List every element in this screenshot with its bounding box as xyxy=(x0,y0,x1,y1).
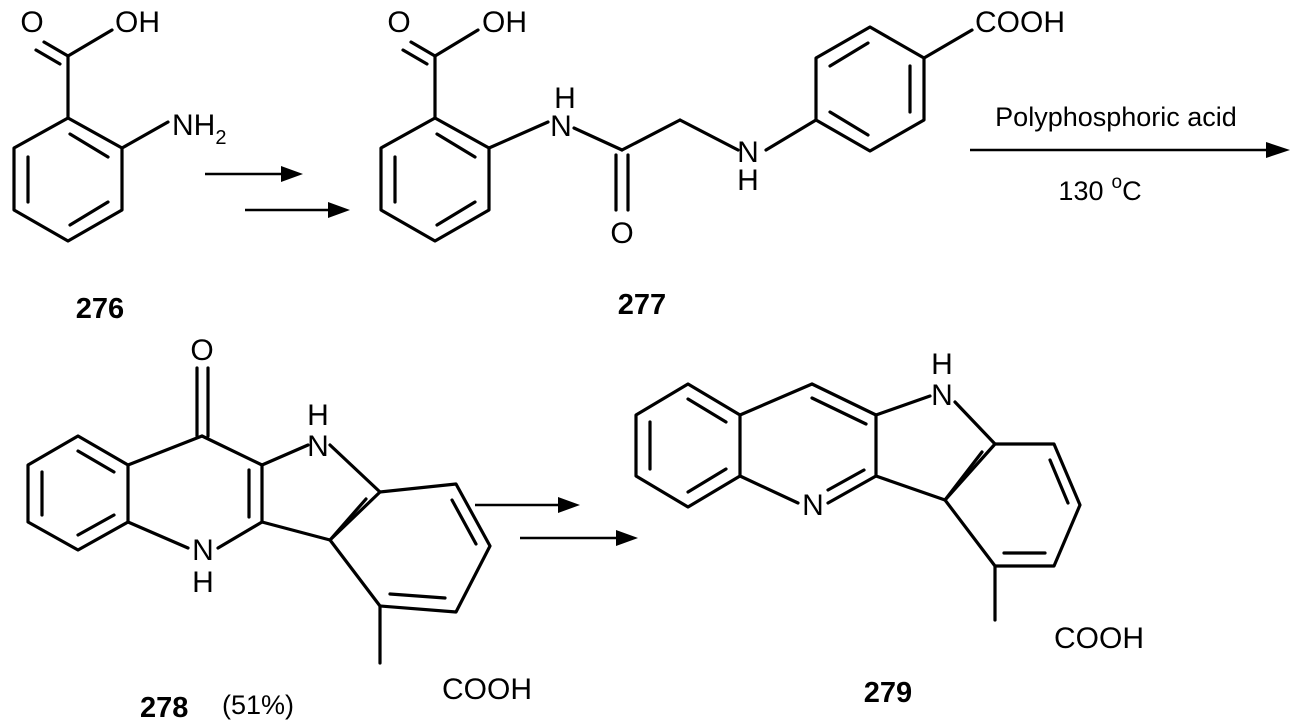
compound-277-bonds xyxy=(379,25,974,243)
carboxyl-oh-bond xyxy=(433,28,480,58)
carboxyl-oh-bond xyxy=(66,28,114,58)
c-nh-bond xyxy=(216,520,264,550)
c-c-indole-bond xyxy=(260,520,332,542)
ch2-n-bond xyxy=(678,118,740,152)
n-c-indole-bond xyxy=(328,443,382,494)
compound-276: O OH NH2 276 xyxy=(12,6,226,325)
atom-o-ketone: O xyxy=(190,334,213,367)
amide-n-bond xyxy=(487,120,550,150)
indole-benzo-ring xyxy=(328,482,492,614)
aromatic-double-bond xyxy=(76,513,116,537)
arrow-head xyxy=(616,530,638,546)
atom-n-amide: N xyxy=(550,110,572,143)
aromatic-double-bond xyxy=(686,467,728,494)
arrow-head xyxy=(558,497,580,513)
aromatic-double-bond xyxy=(943,450,984,502)
n-aryl-bond xyxy=(764,118,818,152)
aromatic-double-bond xyxy=(76,449,116,474)
atom-o-amide: O xyxy=(610,217,633,250)
compound-279: H N N COOH 279 xyxy=(634,348,1144,709)
temperature-label: 130 oC xyxy=(1058,172,1141,206)
atom-cooh: COOH xyxy=(975,6,1065,39)
co-c-bond xyxy=(200,434,264,467)
c-c-indole-bond xyxy=(874,474,947,502)
c-n-indole-bond xyxy=(260,443,310,467)
indole-benzo-ring xyxy=(943,442,1082,568)
benzene-ring-left xyxy=(379,116,491,243)
atom-oh: OH xyxy=(115,6,160,39)
aromatic-double-bond xyxy=(1048,458,1070,505)
atom-o: O xyxy=(20,6,43,39)
amide-c-bond xyxy=(572,126,624,152)
c-n-indole-bond xyxy=(874,394,932,417)
compound-278-label: 278 xyxy=(140,692,188,724)
ch-c-bond xyxy=(810,382,878,417)
compound-278: O H N N H COOH 278 (51%) xyxy=(26,334,532,724)
carbonyl-bond xyxy=(42,40,70,58)
ch2-bond xyxy=(620,118,682,152)
carbonyl-bond xyxy=(409,40,437,58)
aromatic-double-bond xyxy=(68,132,110,159)
atom-h-indole: H xyxy=(931,348,953,381)
double-arrow-276-277 xyxy=(205,166,350,218)
atom-n-quinolone: N xyxy=(192,534,214,567)
aromatic-double-bond xyxy=(388,592,447,600)
compound-277: O OH H N O N H COOH 277 xyxy=(379,6,1065,321)
temperature-value: 130 xyxy=(1058,176,1103,206)
reagent-label: Polyphosphoric acid xyxy=(995,102,1237,132)
atom-n-amine: N xyxy=(737,136,759,169)
aromatic-double-bond xyxy=(328,497,368,542)
temperature-degree: o xyxy=(1111,172,1122,193)
aromatic-double-bond xyxy=(828,110,870,137)
compound-279-label: 279 xyxy=(864,677,912,709)
aromatic-double-bond xyxy=(828,41,870,68)
n-c-indole-bond xyxy=(953,400,997,446)
arrow-head xyxy=(328,202,350,218)
atom-o-acid: O xyxy=(387,6,410,39)
nh-c-bond xyxy=(126,520,190,550)
c-ch-bond xyxy=(738,382,814,417)
atom-h-quinolone: H xyxy=(192,566,214,599)
carbonyl-bond xyxy=(401,48,429,66)
aromatic-double-bond xyxy=(686,397,728,424)
arrow-head xyxy=(1266,142,1290,158)
atom-h-amide: H xyxy=(554,82,576,115)
benzene-ring-right xyxy=(814,25,926,153)
compound-278-bonds xyxy=(26,366,492,665)
aromatic-double-bond xyxy=(435,200,477,227)
atom-h-amine: H xyxy=(737,164,759,197)
reaction-conditions: Polyphosphoric acid 130 oC xyxy=(970,102,1290,206)
aromatic-double-bond xyxy=(68,200,110,227)
atom-n-indole: N xyxy=(307,430,329,463)
atom-nh2: NH2 xyxy=(172,109,226,149)
carbonyl-bond xyxy=(34,48,62,66)
arrow-head xyxy=(281,166,303,182)
n-c-pyridine-bond xyxy=(738,474,800,505)
atom-cooh: COOH xyxy=(442,673,532,706)
double-arrow-278-279 xyxy=(475,497,638,546)
aromatic-double-bond xyxy=(450,498,478,546)
compound-276-bonds xyxy=(12,28,170,243)
aromatic-double-bond xyxy=(435,132,477,159)
atom-nh2-subscript: 2 xyxy=(215,127,226,149)
c-n-pyridine-double xyxy=(826,468,866,492)
atom-h-indole: H xyxy=(307,399,329,432)
atom-oh: OH xyxy=(482,6,527,39)
compound-276-label: 276 xyxy=(76,293,124,325)
amine-bond xyxy=(120,120,170,150)
temperature-unit: C xyxy=(1122,176,1142,206)
ch-c-double xyxy=(810,396,868,426)
atom-n-indole: N xyxy=(931,379,953,412)
atom-nh2-main: NH xyxy=(172,109,215,142)
compound-277-label: 277 xyxy=(618,289,666,321)
c-co-bond xyxy=(126,434,204,467)
cooh-bond xyxy=(922,28,974,60)
atom-n-pyridine: N xyxy=(802,489,824,522)
c-n-pyridine-bond xyxy=(826,474,878,505)
atom-cooh: COOH xyxy=(1054,622,1144,655)
benzene-ring xyxy=(12,116,124,243)
compound-279-bonds xyxy=(634,382,1082,622)
compound-278-yield: (51%) xyxy=(222,690,294,720)
